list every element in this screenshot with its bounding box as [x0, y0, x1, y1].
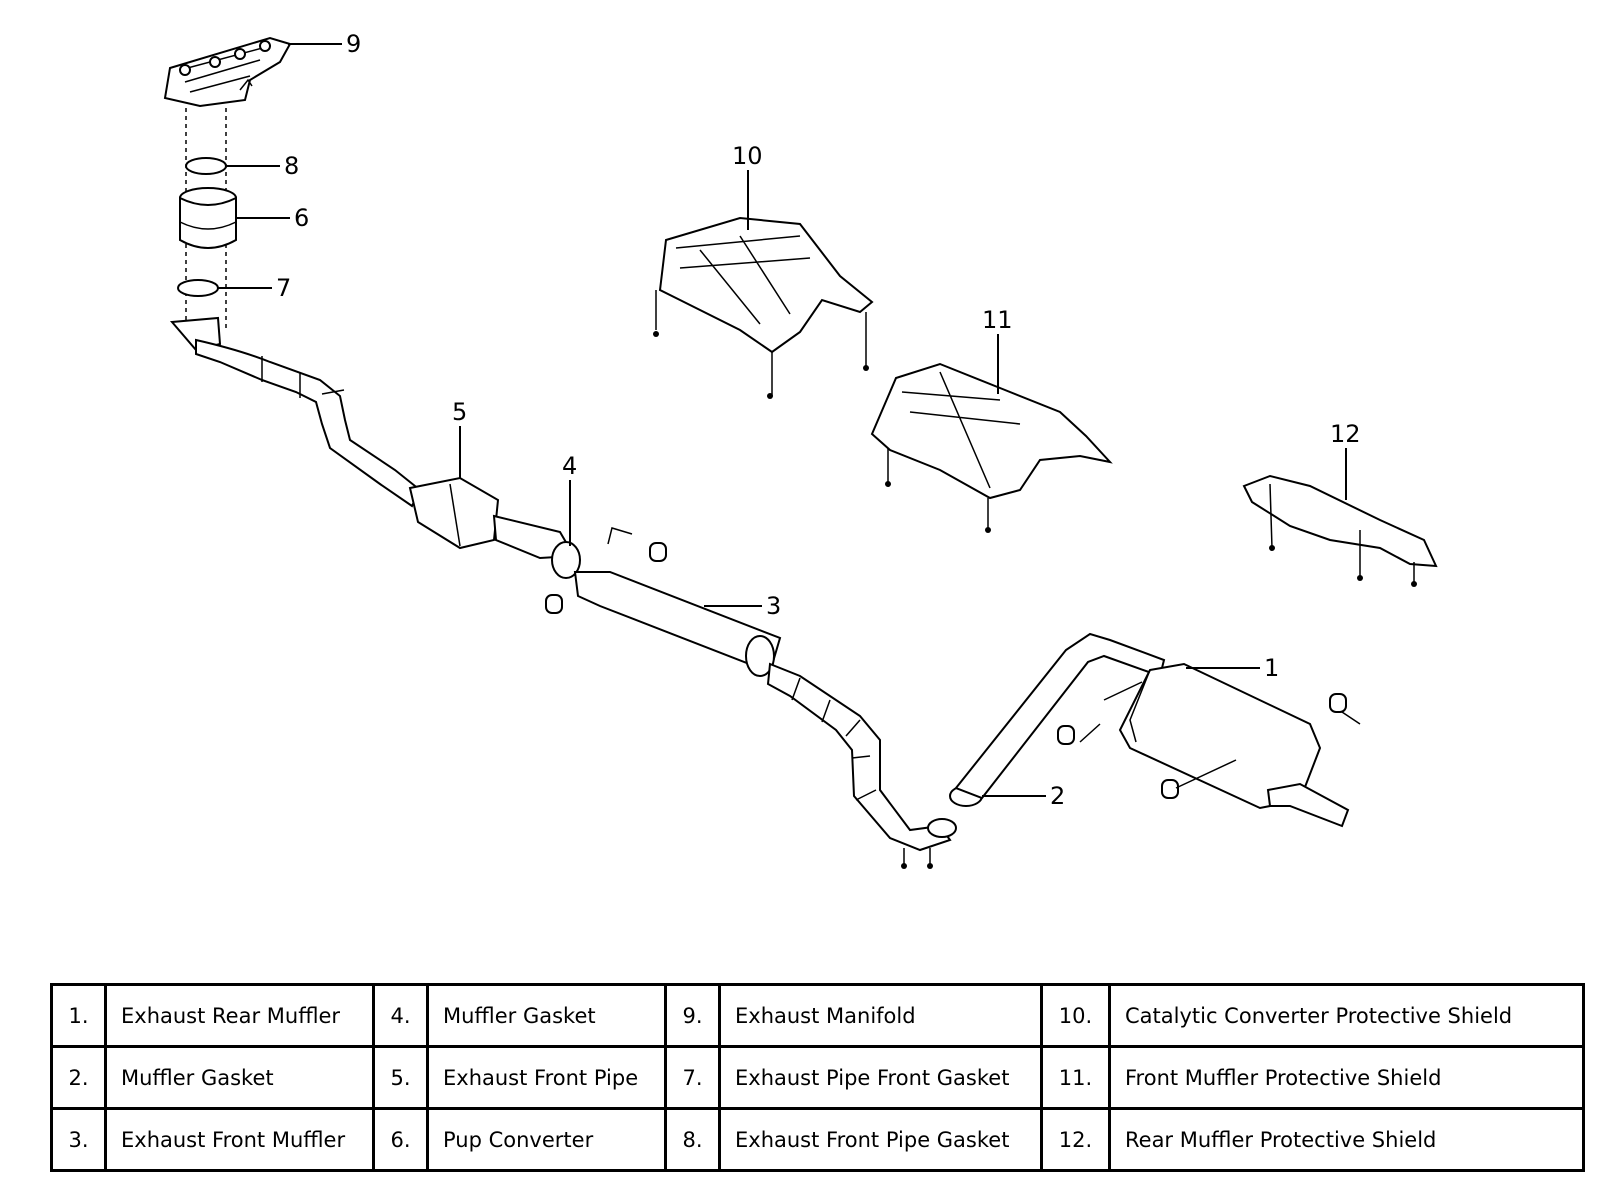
legend-label: Catalytic Converter Protective Shield [1108, 983, 1585, 1048]
legend-label: Muffler Gasket [104, 1045, 375, 1110]
legend-row: 2. Muffler Gasket 5. Exhaust Front Pipe … [50, 1045, 1585, 1110]
legend-label: Exhaust Front Pipe Gasket [718, 1107, 1043, 1172]
legend-number: 6. [372, 1107, 429, 1172]
exhaust-system-diagram: 9 8 6 7 5 4 3 2 1 10 11 12 [163, 30, 1438, 869]
legend-label: Muffler Gasket [426, 983, 667, 1048]
legend-number: 8. [664, 1107, 721, 1172]
legend-label: Exhaust Pipe Front Gasket [718, 1045, 1043, 1110]
legend-label: Rear Muffler Protective Shield [1108, 1107, 1585, 1172]
muffler-gasket-4 [551, 541, 581, 579]
callout-4: 4 [562, 452, 577, 480]
legend-row: 1. Exhaust Rear Muffler 4. Muffler Gaske… [50, 983, 1585, 1048]
callout-7: 7 [276, 274, 291, 302]
callout-10: 10 [732, 142, 763, 170]
legend-number: 11. [1040, 1045, 1111, 1110]
front-muffler-shield [870, 362, 1113, 533]
legend-label: Exhaust Front Pipe [426, 1045, 667, 1110]
legend-number: 9. [664, 983, 721, 1048]
catalytic-converter-shield [653, 216, 874, 399]
pipe-front-gasket [177, 279, 219, 297]
callout-3: 3 [766, 592, 781, 620]
callout-11: 11 [982, 306, 1013, 334]
legend-label: Front Muffler Protective Shield [1108, 1045, 1585, 1110]
legend-label: Exhaust Rear Muffler [104, 983, 375, 1048]
legend-row: 3. Exhaust Front Muffler 6. Pup Converte… [50, 1107, 1585, 1172]
callout-5: 5 [452, 398, 467, 426]
exhaust-front-muffler [573, 571, 952, 852]
legend-number: 2. [50, 1045, 107, 1110]
legend-label: Pup Converter [426, 1107, 667, 1172]
callout-8: 8 [284, 152, 299, 180]
front-pipe-gasket [185, 157, 227, 175]
legend-number: 4. [372, 983, 429, 1048]
callout-9: 9 [346, 30, 361, 58]
callout-2: 2 [1050, 782, 1065, 810]
exhaust-front-pipe [169, 316, 576, 560]
callout-6: 6 [294, 204, 309, 232]
pup-converter [179, 187, 237, 249]
legend-number: 10. [1040, 983, 1111, 1048]
legend-number: 5. [372, 1045, 429, 1110]
legend-number: 1. [50, 983, 107, 1048]
exhaust-rear-muffler [1057, 662, 1361, 828]
parts-legend-table: 1. Exhaust Rear Muffler 4. Muffler Gaske… [50, 983, 1585, 1172]
rear-muffler-shield [1242, 474, 1438, 587]
legend-number: 12. [1040, 1107, 1111, 1172]
callout-1: 1 [1264, 654, 1279, 682]
legend-label: Exhaust Front Muffler [104, 1107, 375, 1172]
legend-label: Exhaust Manifold [718, 983, 1043, 1048]
legend-number: 3. [50, 1107, 107, 1172]
legend-number: 7. [664, 1045, 721, 1110]
callout-12: 12 [1330, 420, 1361, 448]
exhaust-manifold [163, 36, 292, 108]
